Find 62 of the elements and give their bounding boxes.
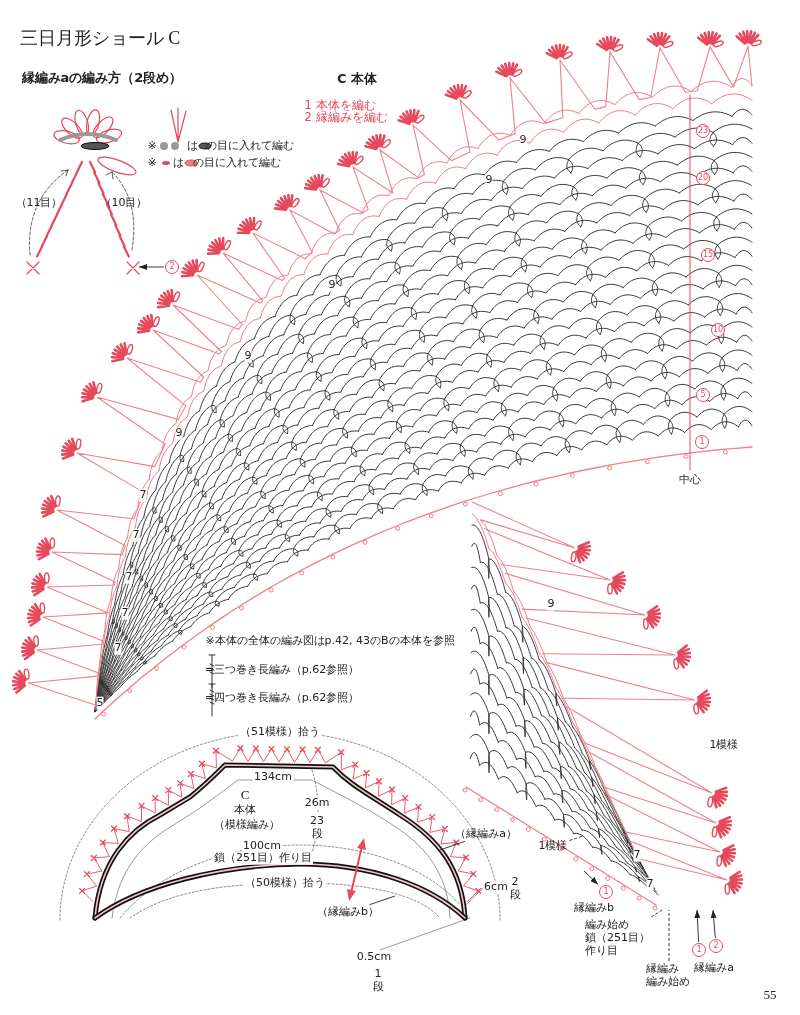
symbol-legend-text: =三つ巻き長編み（p.62参照） [203,663,361,677]
symbol-legend-text: =四つ巻き長編み（p.62参照） [203,691,361,705]
row-number: 23 [696,124,710,138]
leader-line [369,895,396,906]
note-mark: ※ [146,156,158,170]
heading: C 本体 [335,71,379,87]
dimension-label: （50模様）拾う [244,876,326,890]
chart-number: 5 [96,696,104,710]
row-number: 15 [701,248,715,262]
callout-label: 1模様 [537,839,569,853]
callout-number: 1 [692,943,706,957]
heading: 縁編みaの編み方（2段め） [20,70,184,86]
step-text: 2 縁編みを編む [303,111,389,125]
chart-number: 9 [244,349,252,363]
dimension-label: 6cm [483,880,509,894]
dimension-label: 100cm [242,839,282,853]
dimension-label: 鎖（251目）作り目 [213,851,313,865]
note-text: は [185,139,199,153]
note-text: の目に入れて編む [205,139,295,153]
repeat-label: 1模様 [708,738,740,752]
leader-line [569,835,584,841]
part-label: 本体 [233,803,257,817]
chart-number: 7 [646,877,654,891]
stitch-count-label: （10目） [99,196,149,210]
row-number: 5 [696,388,710,402]
dimension-label: 26m [303,796,331,810]
row-number: 1 [695,435,709,449]
crochet-chart-drawing [462,501,744,911]
callout-number: 2 [709,939,723,953]
leader-line [668,909,670,962]
dimension-label: 23段 [309,812,325,842]
callout-label: （縁編みb） [316,905,380,919]
part-label: （模様編み） [213,818,281,832]
chart-number: 7 [633,848,641,862]
title: 三日月形ショール C [18,27,182,49]
callout-label: （縁編みa） [454,827,518,841]
chart-number: 7 [125,570,133,584]
edging-label: 縁編みb [573,901,615,915]
edging-label: 縁編みa [693,961,735,975]
leader-line [650,909,663,918]
chart-number: 9 [328,278,336,292]
note-text: の目に入れて編む [192,156,282,170]
row-number: 10 [711,323,725,337]
stitch-diagram-drawing [26,109,140,275]
chart-number: 7 [139,488,147,502]
callout-label: 編み始め [646,975,692,989]
page-number: 55 [762,987,778,1003]
note-text: は [171,156,185,170]
center-label: 中心 [678,473,702,487]
callout-number: 2 [165,260,179,274]
chart-number: 7 [121,606,129,620]
note-mark: ※ [146,139,158,153]
chart-number: 7 [114,641,122,655]
dimension-label: （51模様）拾う [239,725,321,739]
chart-number: 7 [132,528,140,542]
part-label: C [239,787,251,803]
chart-number: 9 [175,426,183,440]
stitch-count-label: （11目） [14,196,64,210]
leader-line [439,840,466,851]
dimension-label: 134cm [253,770,293,784]
chart-number: 9 [547,597,555,611]
row-number: 20 [696,171,710,185]
